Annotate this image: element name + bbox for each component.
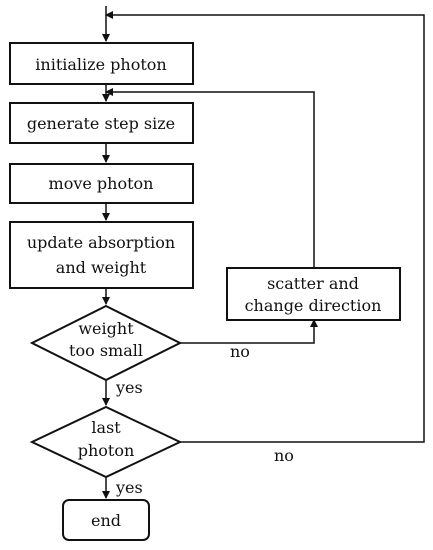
node-end-label: end [91,511,121,530]
edge-label-weight-yes: yes [115,378,143,397]
edge-label-last-no: no [274,446,294,465]
edge-label-weight-no: no [230,342,250,361]
node-update-line1: update absorption [27,233,175,252]
node-end [62,499,150,541]
node-move-photon-label: move photon [49,174,154,193]
node-update-line2: and weight [56,258,147,277]
node-initialize-photon-label: initialize photon [35,55,166,74]
node-move-photon [9,163,194,204]
edge-scatter-to-generate [105,88,315,268]
node-weight-too-small-decision [29,304,183,382]
node-initialize-photon [9,42,194,85]
edge-last-no-to-initialize [105,11,425,443]
node-scatter-line2: change direction [245,296,382,315]
node-generate-step-size [9,102,194,144]
node-weight-line2: too small [69,341,143,360]
node-scatter-line1: scatter and [267,274,359,293]
node-last-photon-decision [29,405,183,479]
edge-weight-no-to-scatter [180,319,318,344]
node-generate-step-size-label: generate step size [27,114,175,133]
node-scatter-change-direction [226,267,401,321]
node-weight-line1: weight [78,319,134,338]
node-last-line1: last [91,418,121,437]
node-update-absorption-weight [9,221,194,289]
edge-label-last-yes: yes [115,478,143,497]
node-last-line2: photon [78,441,135,460]
